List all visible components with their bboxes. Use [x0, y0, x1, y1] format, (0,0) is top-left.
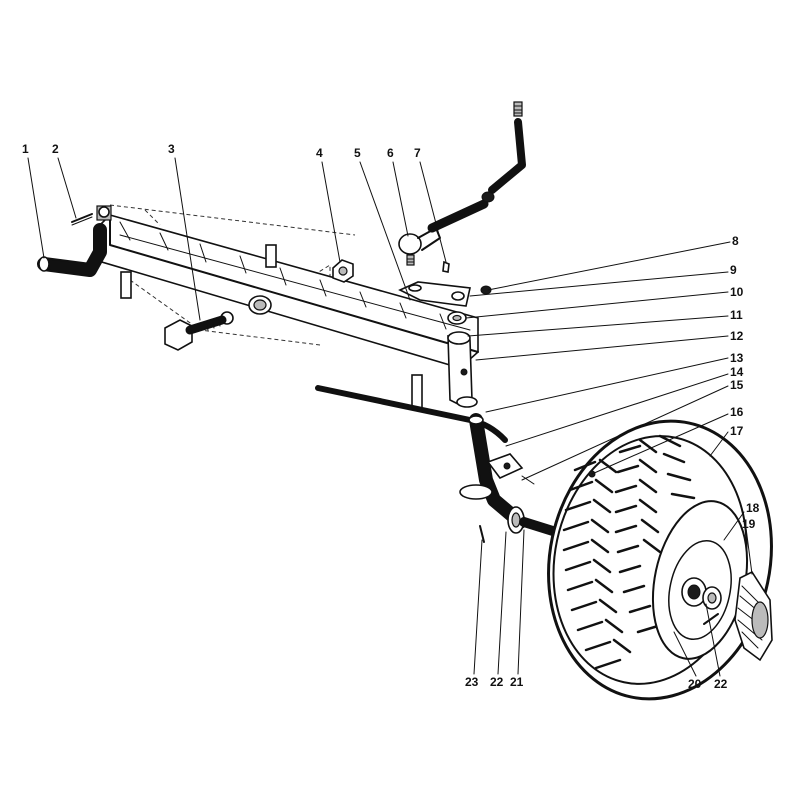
pivot-bolt	[164, 315, 227, 351]
callout-22-left: 22	[490, 675, 504, 689]
callout-17: 17	[730, 424, 744, 438]
callout-22-right: 22	[714, 677, 728, 691]
steering-arm	[398, 281, 492, 307]
callout-12: 12	[730, 329, 744, 343]
callout-23: 23	[465, 675, 479, 689]
callout-18: 18	[746, 501, 760, 515]
callout-19: 19	[742, 517, 756, 531]
lock-nut	[332, 259, 354, 283]
callout-14: 14	[730, 365, 744, 379]
callout-9: 9	[730, 263, 737, 277]
wheel	[547, 419, 773, 701]
split-pin-left	[71, 213, 93, 226]
callout-21: 21	[510, 675, 524, 689]
callout-20: 20	[688, 677, 702, 691]
callout-7: 7	[414, 146, 421, 160]
callout-4: 4	[316, 146, 323, 160]
callout-labels: 1 2 3 4 5 6 7 8 9 10 11 12 13 14 15 16 1…	[22, 142, 760, 691]
callout-13: 13	[730, 351, 744, 365]
ball-joint	[398, 227, 450, 273]
callout-6: 6	[387, 146, 394, 160]
callout-1: 1	[22, 142, 29, 156]
callout-16: 16	[730, 405, 744, 419]
steering-column	[427, 101, 526, 233]
hub-cap	[734, 570, 773, 662]
callout-3: 3	[168, 142, 175, 156]
leader-lines	[27, 157, 753, 677]
spindle	[459, 413, 563, 543]
callout-8: 8	[732, 234, 739, 248]
kingpin-parts	[447, 311, 478, 408]
callout-11: 11	[730, 308, 743, 322]
callout-5: 5	[354, 146, 361, 160]
callout-15: 15	[730, 378, 744, 392]
callout-10: 10	[730, 285, 744, 299]
left-stub-axle	[37, 223, 107, 277]
callout-2: 2	[52, 142, 59, 156]
axle-beam	[94, 205, 479, 410]
